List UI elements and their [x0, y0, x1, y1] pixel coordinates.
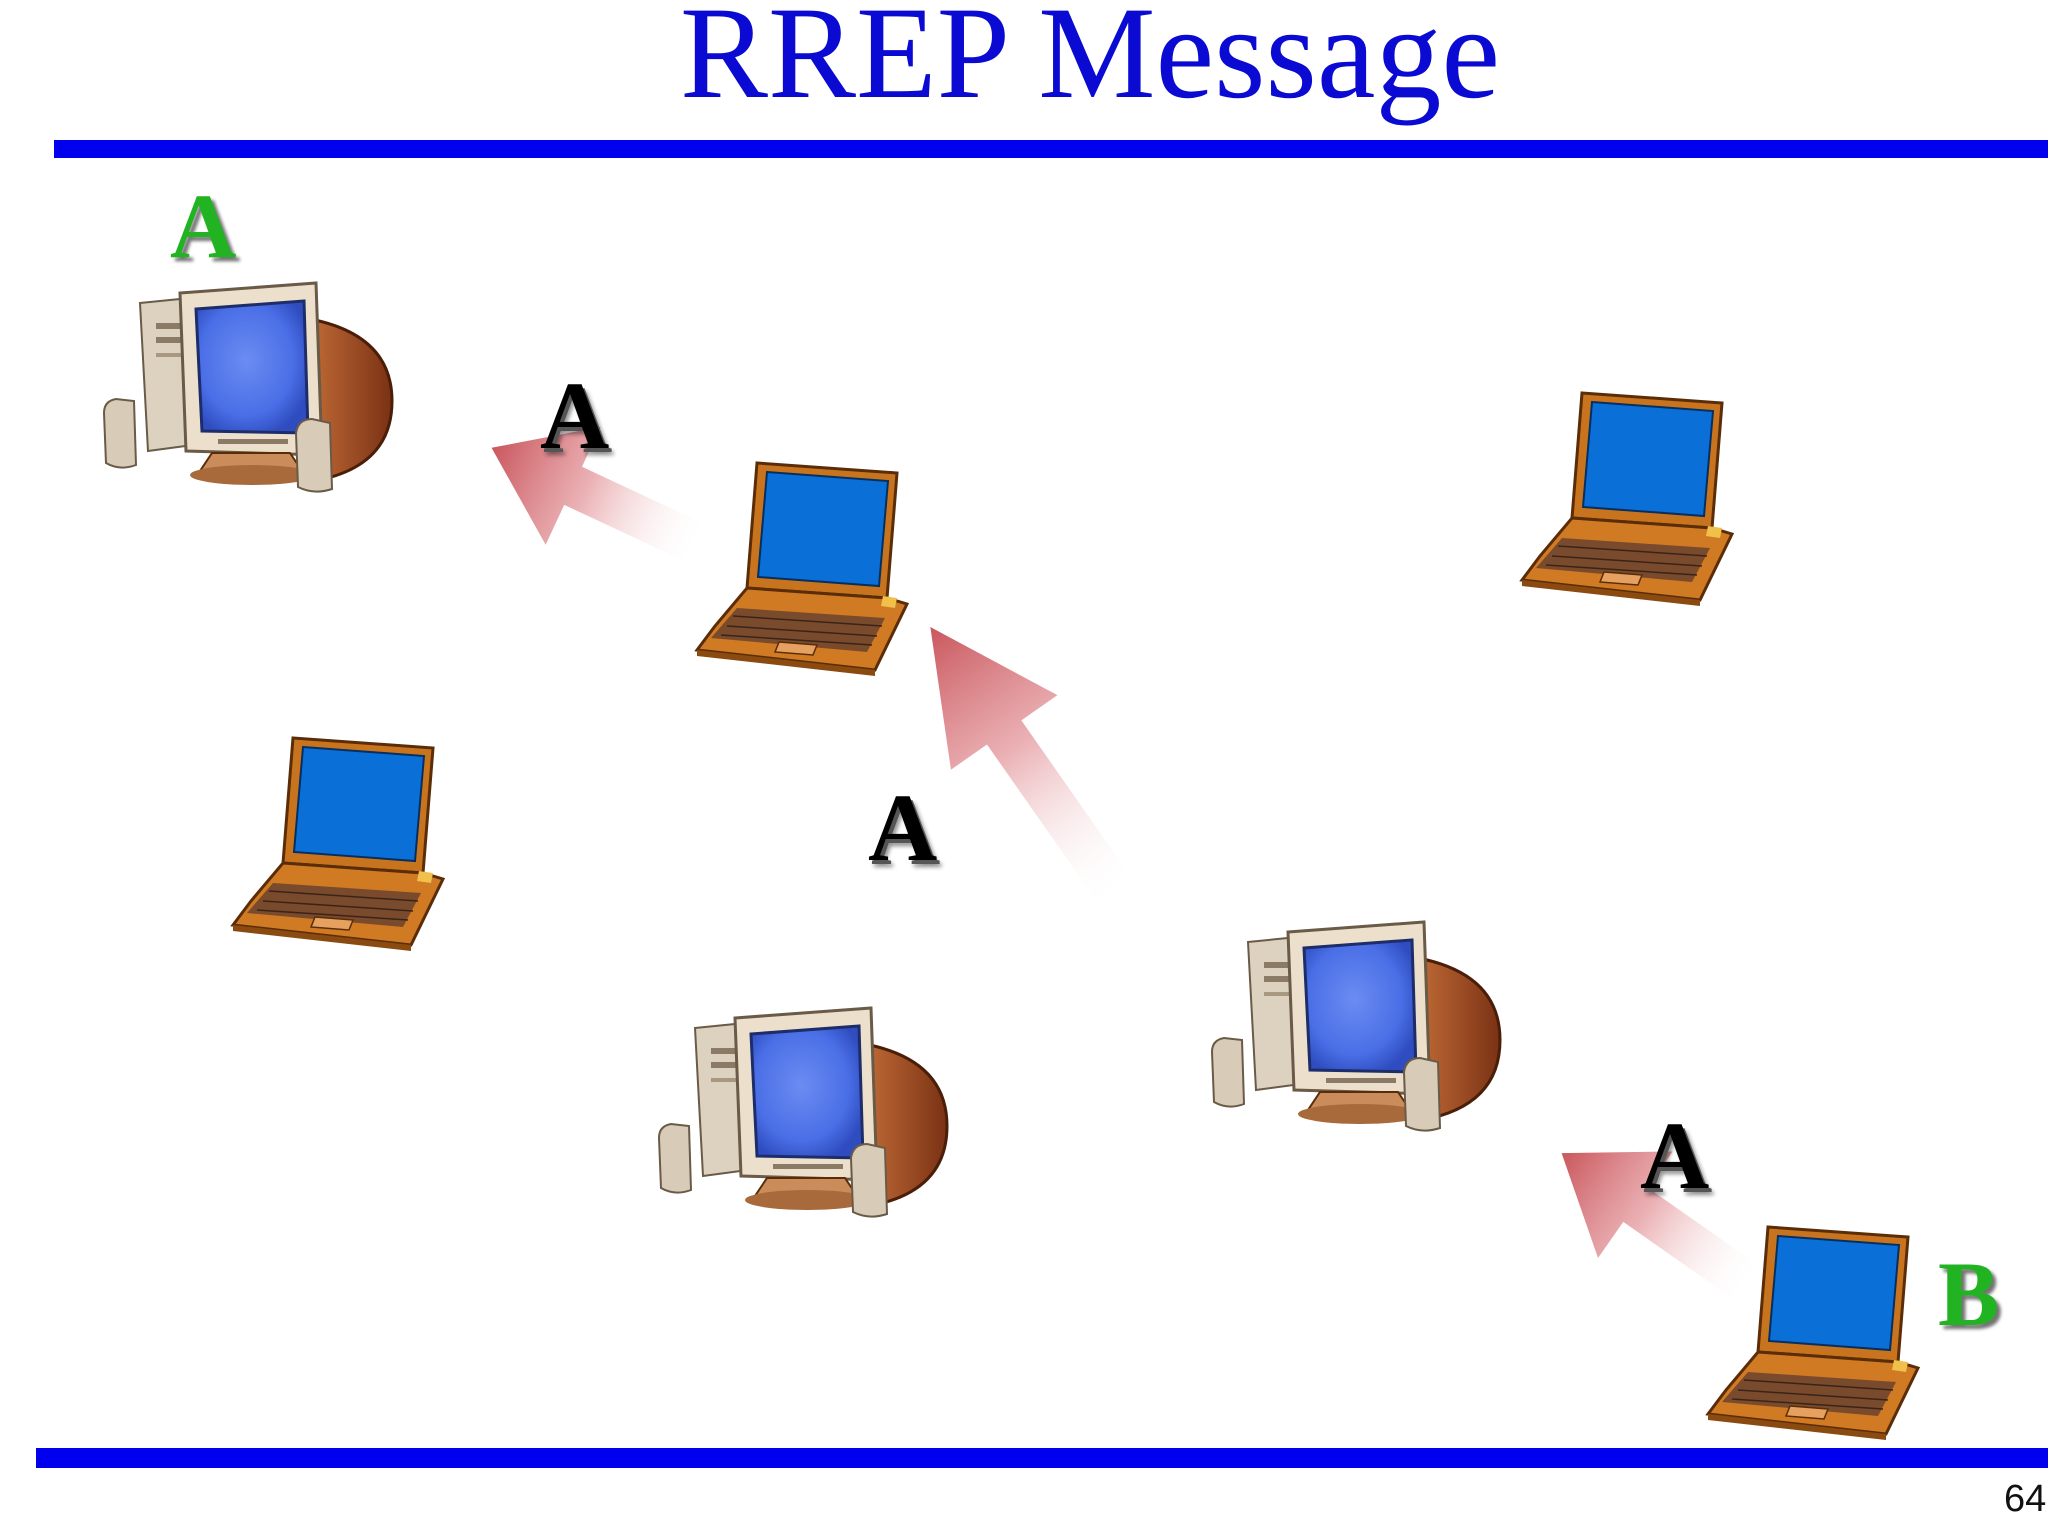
message-label: A	[540, 362, 610, 469]
relay-desktop-icon	[1210, 920, 1502, 1133]
source-node-label: A	[170, 175, 237, 277]
source-desktop-icon	[102, 281, 394, 494]
slide-title: RREP Message	[679, 0, 1501, 126]
relay-laptop-icon	[695, 461, 909, 678]
idle-desktop-icon	[657, 1006, 949, 1219]
message-label: A	[868, 774, 938, 881]
footer-divider	[36, 1448, 2048, 1468]
idle-laptop-icon	[231, 736, 445, 953]
page-number: 64	[2004, 1478, 2047, 1520]
destination-node-label: B	[1938, 1243, 2000, 1345]
idle-laptop-icon	[1520, 391, 1734, 608]
title-divider	[54, 140, 2048, 158]
rrep-arrow-2	[877, 589, 1173, 934]
message-label: A	[1640, 1102, 1710, 1209]
